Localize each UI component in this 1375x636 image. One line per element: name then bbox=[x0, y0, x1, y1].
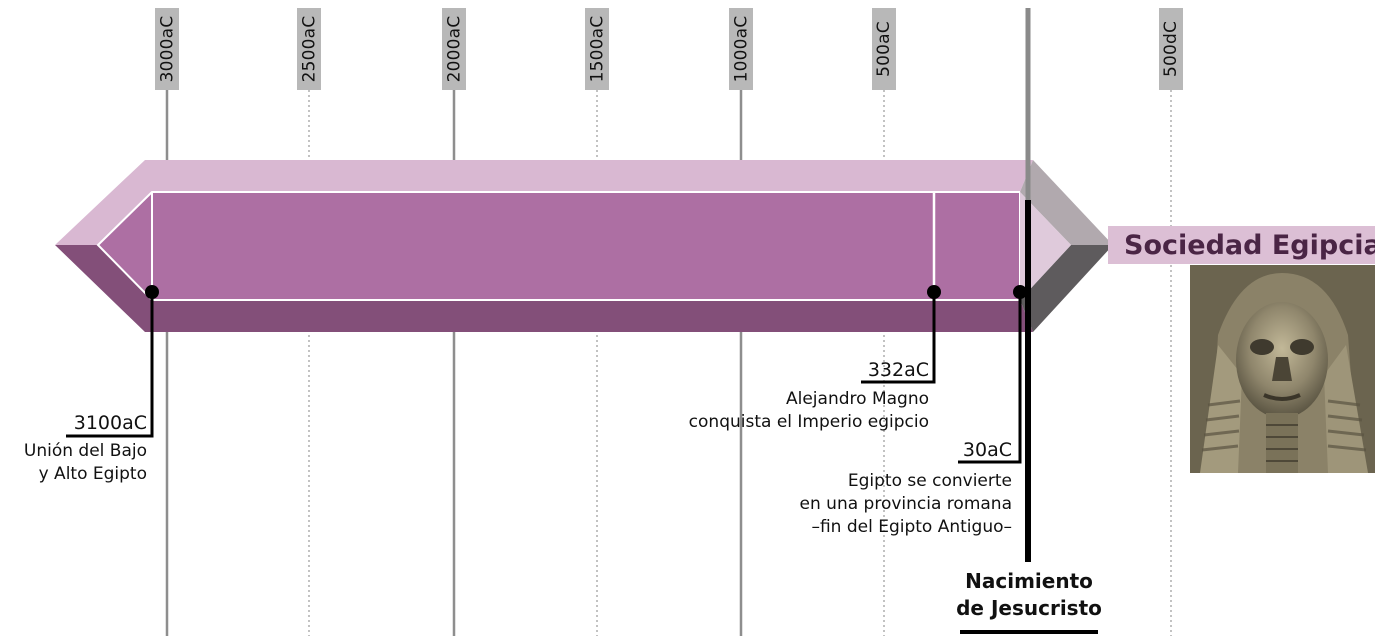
leader-332 bbox=[861, 292, 936, 384]
tick-2500ac: 2500aC bbox=[297, 8, 321, 90]
tick-500ac: 500aC bbox=[872, 8, 896, 90]
diagram-title: Sociedad Egipcia bbox=[1124, 230, 1375, 261]
event-desc-3100ac: Unión del Bajo y Alto Egipto bbox=[24, 440, 147, 486]
egyptian-statue-photo bbox=[1190, 265, 1375, 473]
tick-1500ac: 1500aC bbox=[585, 8, 609, 90]
band-bottom-bevel bbox=[55, 245, 1033, 332]
event-year-3100ac: 3100aC bbox=[73, 412, 147, 434]
event-year-30ac: 30aC bbox=[962, 439, 1012, 461]
event-desc-line: Alejandro Magno bbox=[786, 389, 929, 409]
event-desc-line: Unión del Bajo bbox=[23, 441, 147, 461]
arrow-tip-bottom bbox=[1020, 245, 1113, 332]
arrow-tip-top bbox=[1020, 160, 1113, 245]
leader-3100 bbox=[66, 292, 154, 438]
tick-2000ac: 2000aC bbox=[442, 8, 466, 90]
event-desc-line: conquista el Imperio egipcio bbox=[688, 412, 929, 432]
event-dot-30 bbox=[1013, 285, 1027, 299]
band-left-arrow bbox=[98, 192, 152, 300]
event-desc-line: –fin del Egipto Antiguo– bbox=[811, 517, 1012, 537]
event-dot-3100 bbox=[145, 285, 159, 299]
tick-1000ac: 1000aC bbox=[729, 8, 753, 90]
year-zero-label: Nacimiento de Jesucristo bbox=[944, 568, 1114, 622]
event-dot-332 bbox=[927, 285, 941, 299]
band-inner-outline bbox=[96, 191, 1020, 301]
leader-30 bbox=[958, 292, 1022, 464]
year-zero-label-line2: de Jesucristo bbox=[956, 596, 1102, 620]
tick-3000ac: 3000aC bbox=[155, 8, 179, 90]
event-desc-line: en una provincia romana bbox=[799, 494, 1012, 514]
arrow-tip-face bbox=[1020, 192, 1071, 300]
statue-illustration bbox=[1190, 265, 1375, 473]
event-desc-line: y Alto Egipto bbox=[38, 464, 147, 484]
band-main-face bbox=[152, 192, 1020, 300]
event-desc-line: Egipto se convierte bbox=[847, 471, 1012, 491]
title-background bbox=[1108, 226, 1375, 264]
event-desc-30ac: Egipto se convierte en una provincia rom… bbox=[800, 470, 1012, 539]
tick-500dc: 500dC bbox=[1159, 8, 1183, 90]
event-year-332ac: 332aC bbox=[867, 359, 929, 381]
year-zero-label-line1: Nacimiento bbox=[965, 569, 1093, 593]
event-desc-332ac: Alejandro Magno conquista el Imperio egi… bbox=[689, 388, 929, 434]
band-top-bevel bbox=[55, 160, 1033, 245]
